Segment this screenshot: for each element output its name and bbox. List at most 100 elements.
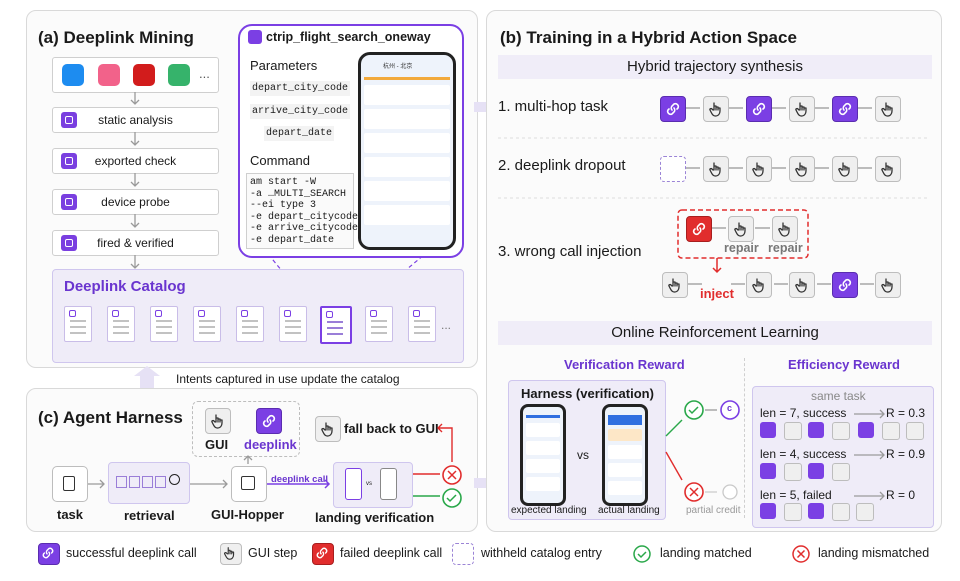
step-label: device probe — [101, 195, 170, 209]
link-icon — [248, 30, 262, 44]
eff-label: len = 4, success — [760, 447, 847, 461]
deeplink-icon — [256, 408, 282, 434]
eff-label: len = 5, failed — [760, 488, 832, 502]
actual-label: actual landing — [598, 505, 660, 516]
gui-step — [746, 156, 772, 182]
deeplink-step — [832, 272, 858, 298]
hopper-box — [231, 466, 267, 502]
param: arrive_city_code — [250, 104, 351, 119]
expected-screen — [345, 468, 362, 500]
shield-icon — [61, 153, 77, 169]
gui-step — [703, 156, 729, 182]
panel-a-title: (a) Deeplink Mining — [38, 28, 194, 47]
legend-gui-icon — [220, 543, 242, 565]
gui-step — [746, 272, 772, 298]
row-wrong-call: 3. wrong call injection — [498, 243, 642, 260]
actual-landing-phone — [602, 404, 648, 506]
catalog-title: Deeplink Catalog — [64, 278, 186, 295]
app-icons-row: ... — [52, 57, 219, 93]
gui-step — [832, 156, 858, 182]
catalog-entry — [279, 306, 307, 342]
catalog-entry — [150, 306, 178, 342]
gui-step — [703, 96, 729, 122]
search-icon — [169, 474, 180, 485]
eff-arrows — [854, 409, 885, 501]
panel-b-title: (b) Training in a Hybrid Action Space — [500, 28, 797, 47]
command-line: am start -W — [250, 177, 317, 188]
legend-landing-matched: landing matched — [660, 546, 752, 560]
check-icon — [61, 235, 77, 251]
synth-header: Hybrid trajectory synthesis — [498, 55, 932, 79]
retrieval-entry — [142, 476, 153, 488]
legend-landing-mismatched: landing mismatched — [818, 546, 930, 560]
more-entries: ... — [441, 318, 452, 332]
actual-screen — [380, 468, 397, 500]
legend-successful-deeplink: successful deeplink call — [66, 546, 197, 560]
step-label: fired & verified — [97, 236, 174, 250]
eff-steps-row-3 — [760, 503, 880, 521]
eff-steps-row-1 — [760, 422, 932, 440]
verification-outcomes — [665, 400, 740, 502]
c-label: c — [727, 403, 733, 413]
legend-deeplink-icon — [38, 543, 60, 565]
landing-label: landing verification — [315, 510, 435, 525]
catalog-entry-selected — [320, 306, 352, 344]
deeplink-step — [832, 96, 858, 122]
rl-divider — [744, 358, 745, 518]
intent-note: Intents captured in use update the catal… — [176, 372, 400, 386]
command-line: -a …MULTI_SEARCH — [250, 189, 347, 200]
catalog-entry — [236, 306, 264, 342]
repair-step — [728, 216, 754, 242]
command-line: --ei type 3 — [250, 200, 317, 211]
more-apps: ... — [199, 66, 210, 81]
param: depart_date — [264, 126, 335, 141]
panel-c-title: (c) Agent Harness — [38, 408, 183, 427]
eff-reward: R = 0.9 — [886, 447, 926, 461]
legend-failed-icon — [312, 543, 334, 565]
harness-arrows — [88, 423, 462, 508]
failed-deeplink-step — [686, 216, 712, 242]
command-label: Command — [250, 153, 310, 168]
catalog-entry — [365, 306, 393, 342]
gui-step — [789, 272, 815, 298]
code-icon — [61, 112, 77, 128]
phone-icon — [61, 194, 77, 210]
catalog-entry — [64, 306, 92, 342]
command-line: -e depart_citycode — [250, 212, 359, 223]
synth-lines — [498, 107, 930, 285]
retrieval-entry — [116, 476, 127, 488]
eff-reward: R = 0 — [886, 488, 916, 502]
catalog-entry — [193, 306, 221, 342]
app-icon-3 — [133, 64, 155, 86]
landing-vs: vs — [366, 481, 372, 487]
legend-withheld: withheld catalog entry — [481, 546, 602, 560]
phone-header: 杭州 - 北京 — [383, 64, 413, 70]
app-icon-4 — [168, 64, 190, 86]
action-choice-box — [192, 401, 300, 457]
task-box — [52, 466, 88, 502]
legend-mismatch-icon — [792, 545, 810, 563]
task-label: task — [57, 507, 84, 522]
eff-reward: R = 0.3 — [886, 406, 926, 420]
inject-label: inject — [700, 286, 734, 301]
legend-match-icon — [633, 545, 651, 563]
expected-landing-phone — [520, 404, 566, 506]
gui-step — [875, 96, 901, 122]
retrieval-label: retrieval — [124, 508, 175, 523]
callout-name: ctrip_flight_search_oneway — [266, 30, 431, 44]
step-label: static analysis — [98, 113, 173, 127]
partial-credit-label: partial credit — [686, 505, 741, 516]
retrieval-entry — [129, 476, 140, 488]
same-task-label: same task — [811, 389, 866, 403]
repair-step — [772, 216, 798, 242]
hopper-label: GUI-Hopper — [211, 507, 284, 522]
gui-step-icon — [205, 408, 231, 434]
harness-title: Harness (verification) — [521, 386, 654, 401]
gui-step — [875, 156, 901, 182]
deeplink-label: deeplink — [244, 437, 297, 452]
withheld-entry — [660, 156, 686, 182]
app-icon-2 — [98, 64, 120, 86]
retrieval-entry — [155, 476, 166, 488]
flight-search-phone: 杭州 - 北京 — [358, 52, 456, 250]
repair-label: repair — [768, 241, 803, 255]
